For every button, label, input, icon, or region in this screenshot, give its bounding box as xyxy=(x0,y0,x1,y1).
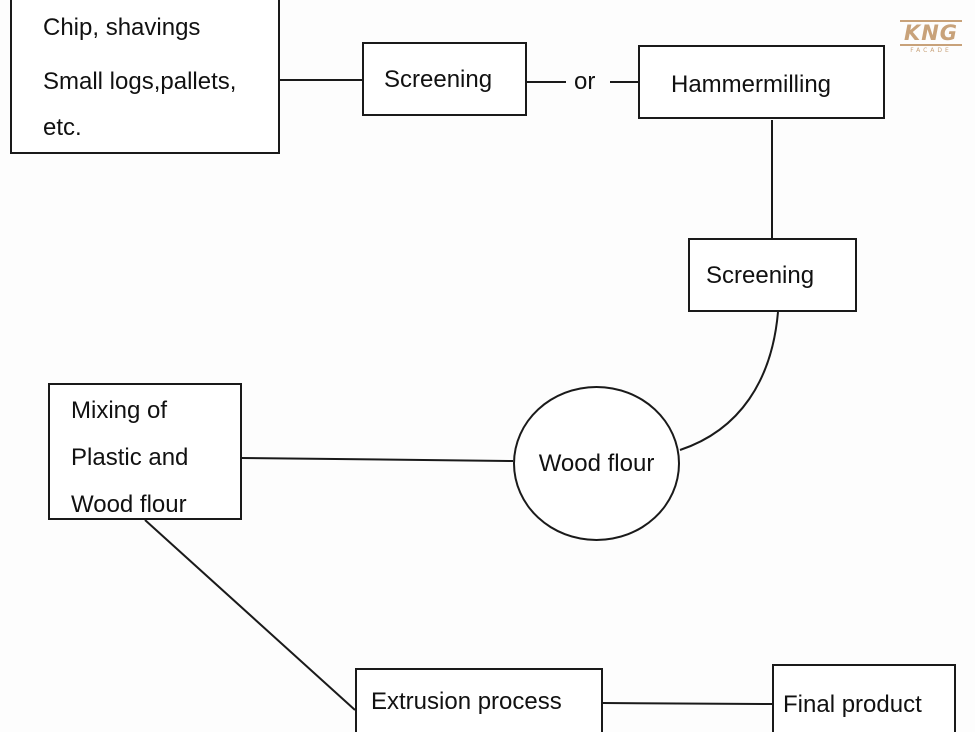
mixing-line-1: Mixing of xyxy=(71,397,168,424)
or-edge-label: or xyxy=(570,68,600,96)
wood-flour-label: Wood flour xyxy=(538,449,655,477)
mixing-line-3: Wood flour xyxy=(71,491,187,518)
final-product-label: Final product xyxy=(783,691,922,718)
edge-woodflour-to-mixing xyxy=(240,457,514,462)
raw-material-line-1: Chip, shavings xyxy=(43,14,201,41)
raw-material-node: Chip, shavings Small logs,pallets, etc. xyxy=(10,0,280,154)
edge-extrusion-to-final xyxy=(602,702,773,705)
mixing-node: Mixing of Plastic and Wood flour xyxy=(48,383,242,520)
logo-main-text: KNG xyxy=(900,20,962,46)
hammermilling-node: Hammermilling xyxy=(638,45,885,119)
final-product-node: Final product xyxy=(772,664,956,732)
edge-screening-to-woodflour xyxy=(679,311,779,451)
raw-material-line-3: etc. xyxy=(43,114,82,141)
hammermilling-label: Hammermilling xyxy=(671,71,832,98)
raw-material-line-2: Small logs,pallets, xyxy=(43,68,237,95)
kng-facade-logo: KNG FACADE xyxy=(900,20,962,55)
screening-2-label: Screening xyxy=(706,262,815,289)
screening-node-2: Screening xyxy=(688,238,857,312)
extrusion-node: Extrusion process xyxy=(355,668,603,732)
screening-1-label: Screening xyxy=(384,66,493,93)
wood-flour-node: Wood flour xyxy=(513,386,680,541)
mixing-line-2: Plastic and xyxy=(71,444,189,471)
logo-sub-text: FACADE xyxy=(910,47,952,54)
edge-mixing-to-extrusion xyxy=(144,519,356,711)
screening-node-1: Screening xyxy=(362,42,527,116)
extrusion-label: Extrusion process xyxy=(371,688,562,715)
